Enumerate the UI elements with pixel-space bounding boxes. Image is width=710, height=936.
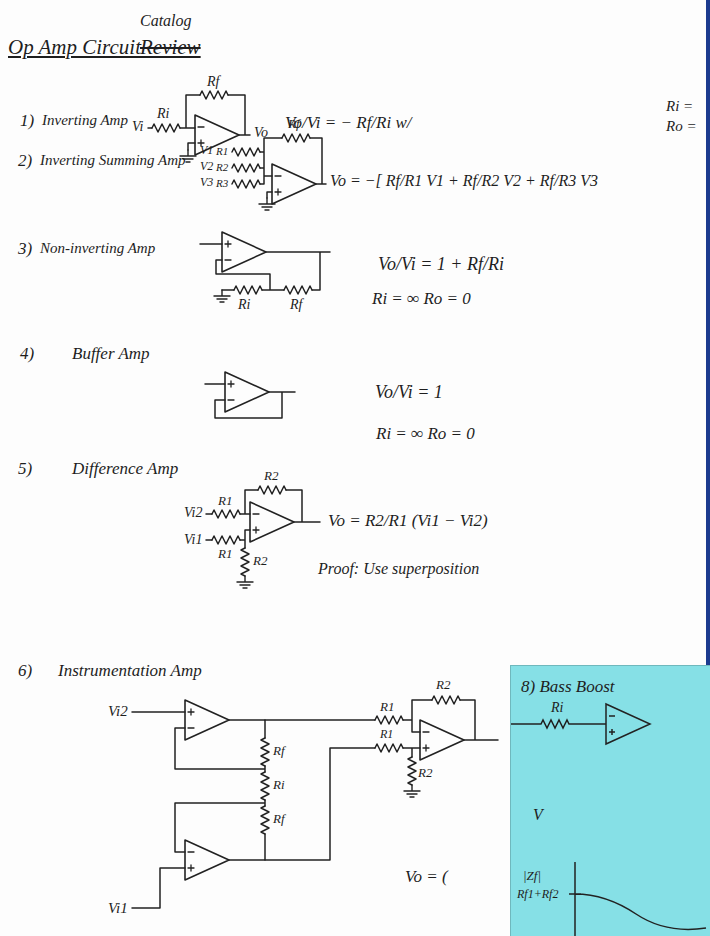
circuit-label: Ri = ∞ Ro = 0: [376, 425, 475, 444]
resistor-symbol: [232, 148, 260, 156]
circuit-label: V2: [200, 160, 213, 173]
circuit-label: Vi1: [108, 900, 128, 917]
circuit-label: Rf: [288, 117, 300, 131]
circuit-label: R2: [216, 161, 228, 173]
circuit-label: Rf: [290, 297, 302, 312]
circuit-label: Inverting Amp: [42, 112, 128, 129]
resistor-symbol: [232, 164, 260, 172]
resistor-symbol: [375, 744, 403, 752]
circuit-label: R1: [380, 728, 393, 741]
circuit-label: Ri =: [666, 98, 693, 115]
panel-text: Rf1+Rf2: [517, 888, 558, 901]
circuit-label: R2: [264, 469, 278, 483]
circuit-label: Vi2: [184, 505, 202, 520]
panel-text: V: [533, 806, 543, 824]
circuit-label: Ri: [238, 297, 250, 312]
opamp-symbol: [606, 704, 650, 744]
resistor-symbol: [432, 696, 460, 704]
circuit-label: Difference Amp: [72, 460, 178, 479]
panel-text: 8) Bass Boost: [521, 678, 615, 697]
circuit-label: R2: [253, 554, 267, 568]
circuit-label: V3: [200, 176, 213, 189]
circuit-label: 1): [20, 112, 34, 131]
resistor-symbol: [152, 124, 180, 132]
opamp-symbol: [225, 372, 269, 412]
resistor-symbol: [261, 738, 269, 766]
circuit-label: Ri: [273, 778, 285, 792]
circuit-label: R1: [380, 700, 394, 714]
resistor-symbol: [282, 134, 310, 142]
circuit-label: Vo = (: [405, 868, 448, 887]
circuit-label: R2: [418, 766, 432, 780]
circuit-label: Vo/Vi = − Rf/Ri w/: [285, 114, 412, 133]
resistor-symbol: [408, 757, 416, 785]
circuit-label: 4): [20, 345, 34, 364]
ground-symbol: [259, 198, 275, 210]
circuit-label: R1: [218, 547, 232, 561]
circuit-wire: [265, 700, 498, 860]
resistor-symbol: [241, 548, 249, 576]
circuit-label: Rf: [207, 74, 219, 89]
circuit-label: Vi2: [108, 703, 128, 720]
resistor-symbol: [200, 91, 228, 99]
circuit-label: Vo = −[ Rf/R1 V1 + Rf/R2 V2 + Rf/R3 V3: [330, 172, 598, 190]
resistor-symbol: [212, 510, 240, 518]
circuit-label: R2: [436, 678, 450, 692]
resistor-symbol: [212, 536, 240, 544]
opamp-symbol: [222, 232, 266, 272]
resistor-symbol: [261, 806, 269, 834]
page-title: Op Amp Circuit: [8, 36, 141, 59]
ground-symbol: [404, 785, 420, 797]
circuit-label: Vo/Vi = 1: [375, 383, 443, 403]
circuit-label: R3: [216, 177, 228, 189]
highlight-panel: 8) Bass BoostRiV |Zf| Rf1+Rf2: [510, 665, 710, 936]
opamp-symbol: [250, 502, 294, 542]
circuit-label: Vo/Vi = 1 + Rf/Ri: [378, 255, 504, 275]
circuit-label: V1: [200, 144, 213, 157]
circuit-label: 2): [18, 152, 32, 171]
circuit-label: R1: [218, 494, 232, 508]
opamp-symbol: [185, 840, 229, 880]
resistor-symbol: [261, 772, 269, 800]
circuit-label: Vo: [254, 125, 268, 140]
ground-symbol: [237, 576, 253, 588]
circuit-label: Vi: [132, 119, 143, 134]
circuit-wire: [260, 138, 326, 198]
opamp-symbol: [185, 700, 229, 740]
response-plot: [569, 862, 706, 936]
circuit-label: Vi1: [184, 532, 202, 547]
circuit-label: Catalog: [140, 12, 192, 30]
panel-text: Ri: [551, 700, 563, 715]
opamp-symbol: [420, 720, 464, 760]
resistor-symbol: [258, 486, 286, 494]
circuit-wire: [206, 490, 320, 548]
circuit-label: Buffer Amp: [72, 345, 150, 364]
circuit-label: 5): [18, 460, 32, 479]
opamp-symbol: [272, 164, 316, 204]
circuit-label: Rf: [273, 812, 285, 826]
circuit-label: R1: [216, 145, 228, 157]
resistor-symbol: [232, 180, 260, 188]
panel-text: |Zf|: [523, 869, 541, 883]
circuit-label: Proof: Use superposition: [318, 560, 479, 578]
resistor-symbol: [375, 716, 403, 724]
circuit-label: Vo = R2/R1 (Vi1 − Vi2): [328, 512, 488, 531]
circuit-label: Non-inverting Amp: [40, 240, 155, 257]
resistor-symbol: [284, 286, 312, 294]
circuit-label: Instrumentation Amp: [58, 662, 202, 681]
circuit-label: Review: [140, 36, 201, 59]
circuit-label: 3): [18, 240, 32, 259]
circuit-label: Inverting Summing Amp: [40, 152, 186, 169]
resistor-symbol: [234, 286, 262, 294]
circuit-label: 6): [18, 662, 32, 681]
circuit-label: Ro =: [666, 118, 697, 135]
circuit-wire: [132, 712, 265, 908]
circuit-label: Ri: [157, 106, 169, 121]
resistor-symbol: [511, 720, 606, 728]
circuit-label: Rf: [273, 744, 285, 758]
circuit-label: Ri = ∞ Ro = 0: [372, 290, 471, 309]
circuit-wire: [148, 95, 250, 150]
ground-symbol: [214, 290, 230, 302]
